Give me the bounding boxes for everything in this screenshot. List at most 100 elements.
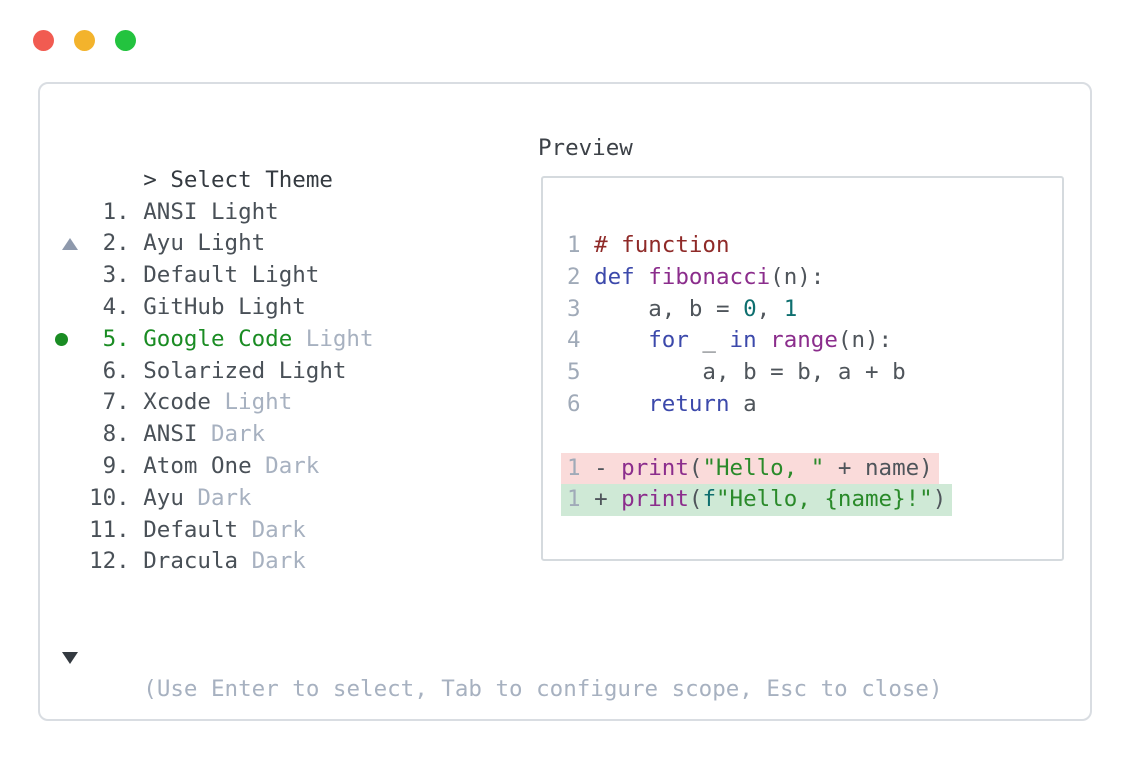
item-label: Google Code: [143, 325, 293, 352]
scroll-down-row: [62, 578, 943, 664]
keyboard-hint: (Use Enter to select, Tab to configure s…: [62, 642, 942, 702]
code-token: "Hello, ": [702, 454, 825, 481]
zoom-button-icon[interactable]: [115, 30, 136, 51]
code-line: 6 return a: [567, 389, 757, 421]
select-theme-prompt: > Select Theme: [62, 133, 943, 193]
code-token: +: [594, 486, 622, 513]
code-tokens: for _ in range(n):: [594, 327, 892, 353]
item-number: 3.: [102, 262, 130, 289]
code-tokens: + print(f"Hello, {name}!"): [594, 486, 946, 512]
code-preview: 1 # function 2 def fibonacci(n): 3 a, b = 0,…: [543, 178, 1062, 517]
scroll-down-icon[interactable]: [62, 651, 78, 664]
theme-list-item[interactable]: 5. Google Code Light: [55, 324, 943, 356]
item-label: ANSI: [143, 421, 198, 448]
code-tokens: # function: [594, 232, 729, 258]
code-token: a, b =: [594, 295, 744, 322]
item-suffix: Light: [305, 325, 374, 352]
code-tokens: a, b = 0, 1: [594, 296, 797, 322]
line-number: 5: [567, 359, 581, 386]
theme-list-item[interactable]: 4.GitHub Light: [62, 292, 943, 324]
item-suffix: Light: [224, 389, 293, 416]
item-suffix: Dark: [251, 548, 306, 575]
code-token: [635, 264, 649, 290]
theme-list-item[interactable]: 10. Ayu Dark: [62, 483, 943, 515]
code-tokens: return a: [594, 391, 756, 417]
code-line: 4 for _ in range(n):: [567, 325, 892, 357]
line-number: 6: [567, 390, 581, 417]
code-line: [567, 421, 594, 453]
item-label: Solarized Light: [143, 357, 347, 384]
code-token: (: [688, 486, 703, 513]
code-tokens: a, b = b, a + b: [594, 359, 906, 386]
item-label: Xcode: [143, 389, 211, 416]
theme-selector-panel: > Select Theme 1. ANSI Light 2. Ayu Light 3.…: [55, 133, 943, 702]
code-line: 1 # function: [567, 230, 730, 262]
code-line: 5 a, b = b, a + b: [567, 357, 906, 389]
item-label: Atom One: [143, 452, 252, 479]
code-token: 0: [743, 295, 757, 322]
line-number: 1: [567, 232, 581, 258]
code-token: [594, 391, 648, 417]
preview-title: Preview: [538, 135, 633, 161]
line-number: 4: [567, 327, 581, 354]
code-token: [594, 327, 648, 353]
theme-list-item[interactable]: 3.Default Light: [62, 260, 943, 292]
item-number: 11.: [89, 516, 130, 543]
spacer-row: [62, 610, 943, 642]
item-label: ANSI Light: [143, 198, 279, 225]
selected-indicator-dot: [55, 333, 68, 347]
item-number: 6.: [102, 357, 130, 384]
item-suffix: Dark: [251, 516, 306, 543]
code-token: ): [932, 486, 947, 513]
item-label: Default: [143, 516, 239, 543]
preview-pane: 1 # function 2 def fibonacci(n): 3 a, b = 0,…: [541, 176, 1064, 561]
line-number: 1: [567, 454, 581, 481]
code-tokens: def fibonacci(n):: [594, 264, 824, 290]
minimize-button-icon[interactable]: [74, 30, 95, 51]
line-number: 1: [567, 486, 581, 513]
code-line: 2 def fibonacci(n):: [567, 262, 824, 294]
code-token: fibonacci: [648, 263, 771, 290]
code-line: 1 + print(f"Hello, {name}!"): [561, 484, 953, 517]
item-number: 1.: [102, 198, 130, 225]
code-line: 3 a, b = 0, 1: [567, 294, 797, 326]
item-number: 5.: [102, 325, 130, 352]
item-number: 8.: [102, 421, 130, 448]
code-token: for: [648, 327, 689, 354]
line-number: 2: [567, 263, 581, 290]
code-token: [757, 327, 771, 353]
code-tokens: - print("Hello, " + name): [594, 455, 933, 481]
item-label: Ayu: [143, 484, 184, 511]
theme-list-item[interactable]: 6. Solarized Light: [62, 356, 943, 388]
code-token: f: [702, 486, 716, 513]
item-label: Ayu Light: [143, 230, 266, 257]
theme-list-item[interactable]: 1. ANSI Light: [62, 197, 943, 229]
item-number: 10.: [89, 484, 130, 511]
item-number: 2.: [102, 230, 130, 257]
theme-list-item[interactable]: 11. Default Dark: [62, 515, 943, 547]
scroll-up-icon[interactable]: [62, 238, 78, 251]
code-token: 1: [783, 295, 798, 322]
item-suffix: Dark: [197, 484, 252, 511]
hint-label: (Use Enter to select, Tab to configure s…: [143, 675, 943, 702]
item-suffix: Dark: [210, 421, 266, 448]
code-token: in: [729, 327, 757, 354]
item-label: GitHub Light: [143, 293, 306, 320]
code-token: -: [594, 454, 622, 481]
code-token: print: [621, 486, 689, 513]
item-label: Dracula: [143, 548, 239, 575]
theme-list-item[interactable]: 2. Ayu Light: [62, 228, 943, 260]
code-token: "Hello, {name}!": [715, 486, 933, 513]
code-token: _: [688, 327, 730, 354]
theme-list-item[interactable]: 8. ANSI Dark: [62, 419, 943, 451]
code-line: 1 - print("Hello, " + name): [561, 452, 939, 485]
code-token: a, b = b, a + b: [594, 359, 906, 386]
item-suffix: Dark: [265, 452, 320, 479]
close-button-icon[interactable]: [33, 30, 54, 51]
code-token: (n):: [770, 263, 825, 290]
code-token: range: [770, 327, 838, 354]
line-number: 3: [567, 295, 581, 322]
